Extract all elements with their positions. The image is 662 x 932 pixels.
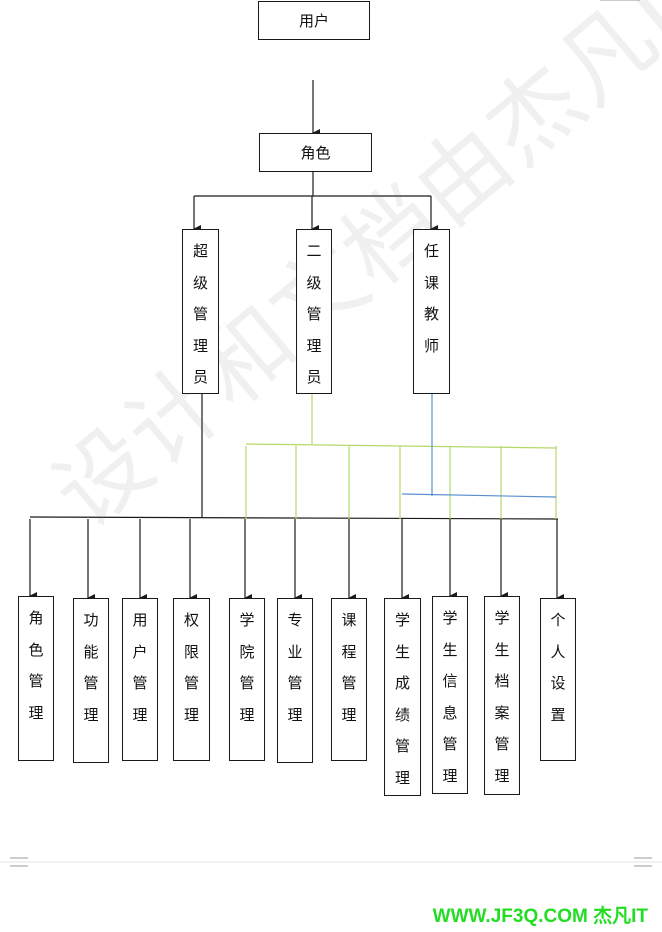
role-node: 角色: [259, 133, 372, 172]
role-type-node: 超级管理员: [182, 229, 219, 394]
function-node-label: 学生档案管理: [494, 609, 510, 785]
function-node-label: 权限管理: [183, 611, 199, 724]
connector-super-admin-bus: [29, 516, 559, 520]
role-type-node: 任课教师: [413, 229, 450, 394]
root-node-label: 用户: [298, 12, 329, 30]
role-type-node-label: 超级管理员: [192, 242, 208, 386]
function-node: 学院管理: [229, 598, 265, 761]
function-node-label: 学生信息管理: [442, 609, 458, 785]
function-node-label: 用户管理: [132, 611, 148, 724]
function-node: 个人设置: [540, 598, 576, 761]
role-node-label: 角色: [300, 144, 331, 162]
function-node: 专业管理: [277, 598, 313, 763]
function-node-label: 学生成绩管理: [394, 611, 410, 787]
function-node: 功能管理: [73, 598, 109, 763]
function-node-label: 课程管理: [341, 611, 357, 724]
role-type-node: 二级管理员: [296, 229, 332, 394]
function-node: 角色管理: [18, 596, 54, 761]
function-node: 用户管理: [122, 598, 158, 761]
function-node: 学生档案管理: [484, 596, 520, 795]
function-node: 学生成绩管理: [384, 598, 421, 796]
connector-second-admin-bus: [245, 443, 557, 449]
function-node-label: 个人设置: [550, 611, 566, 724]
role-type-node-label: 二级管理员: [306, 242, 322, 386]
brand-label: WWW.JF3Q.COM 杰凡IT: [432, 906, 648, 927]
function-node-label: 功能管理: [83, 611, 99, 724]
function-node: 课程管理: [331, 598, 367, 761]
root-node: 用户: [258, 1, 370, 40]
connector-lines: [0, 0, 662, 867]
role-type-node-label: 任课教师: [423, 242, 439, 355]
function-node: 学生信息管理: [432, 596, 468, 794]
function-node-label: 专业管理: [287, 611, 303, 724]
function-node-label: 角色管理: [28, 609, 44, 722]
function-node-label: 学院管理: [239, 611, 255, 724]
function-node: 权限管理: [173, 598, 210, 761]
connector-teacher-bus: [401, 493, 557, 498]
